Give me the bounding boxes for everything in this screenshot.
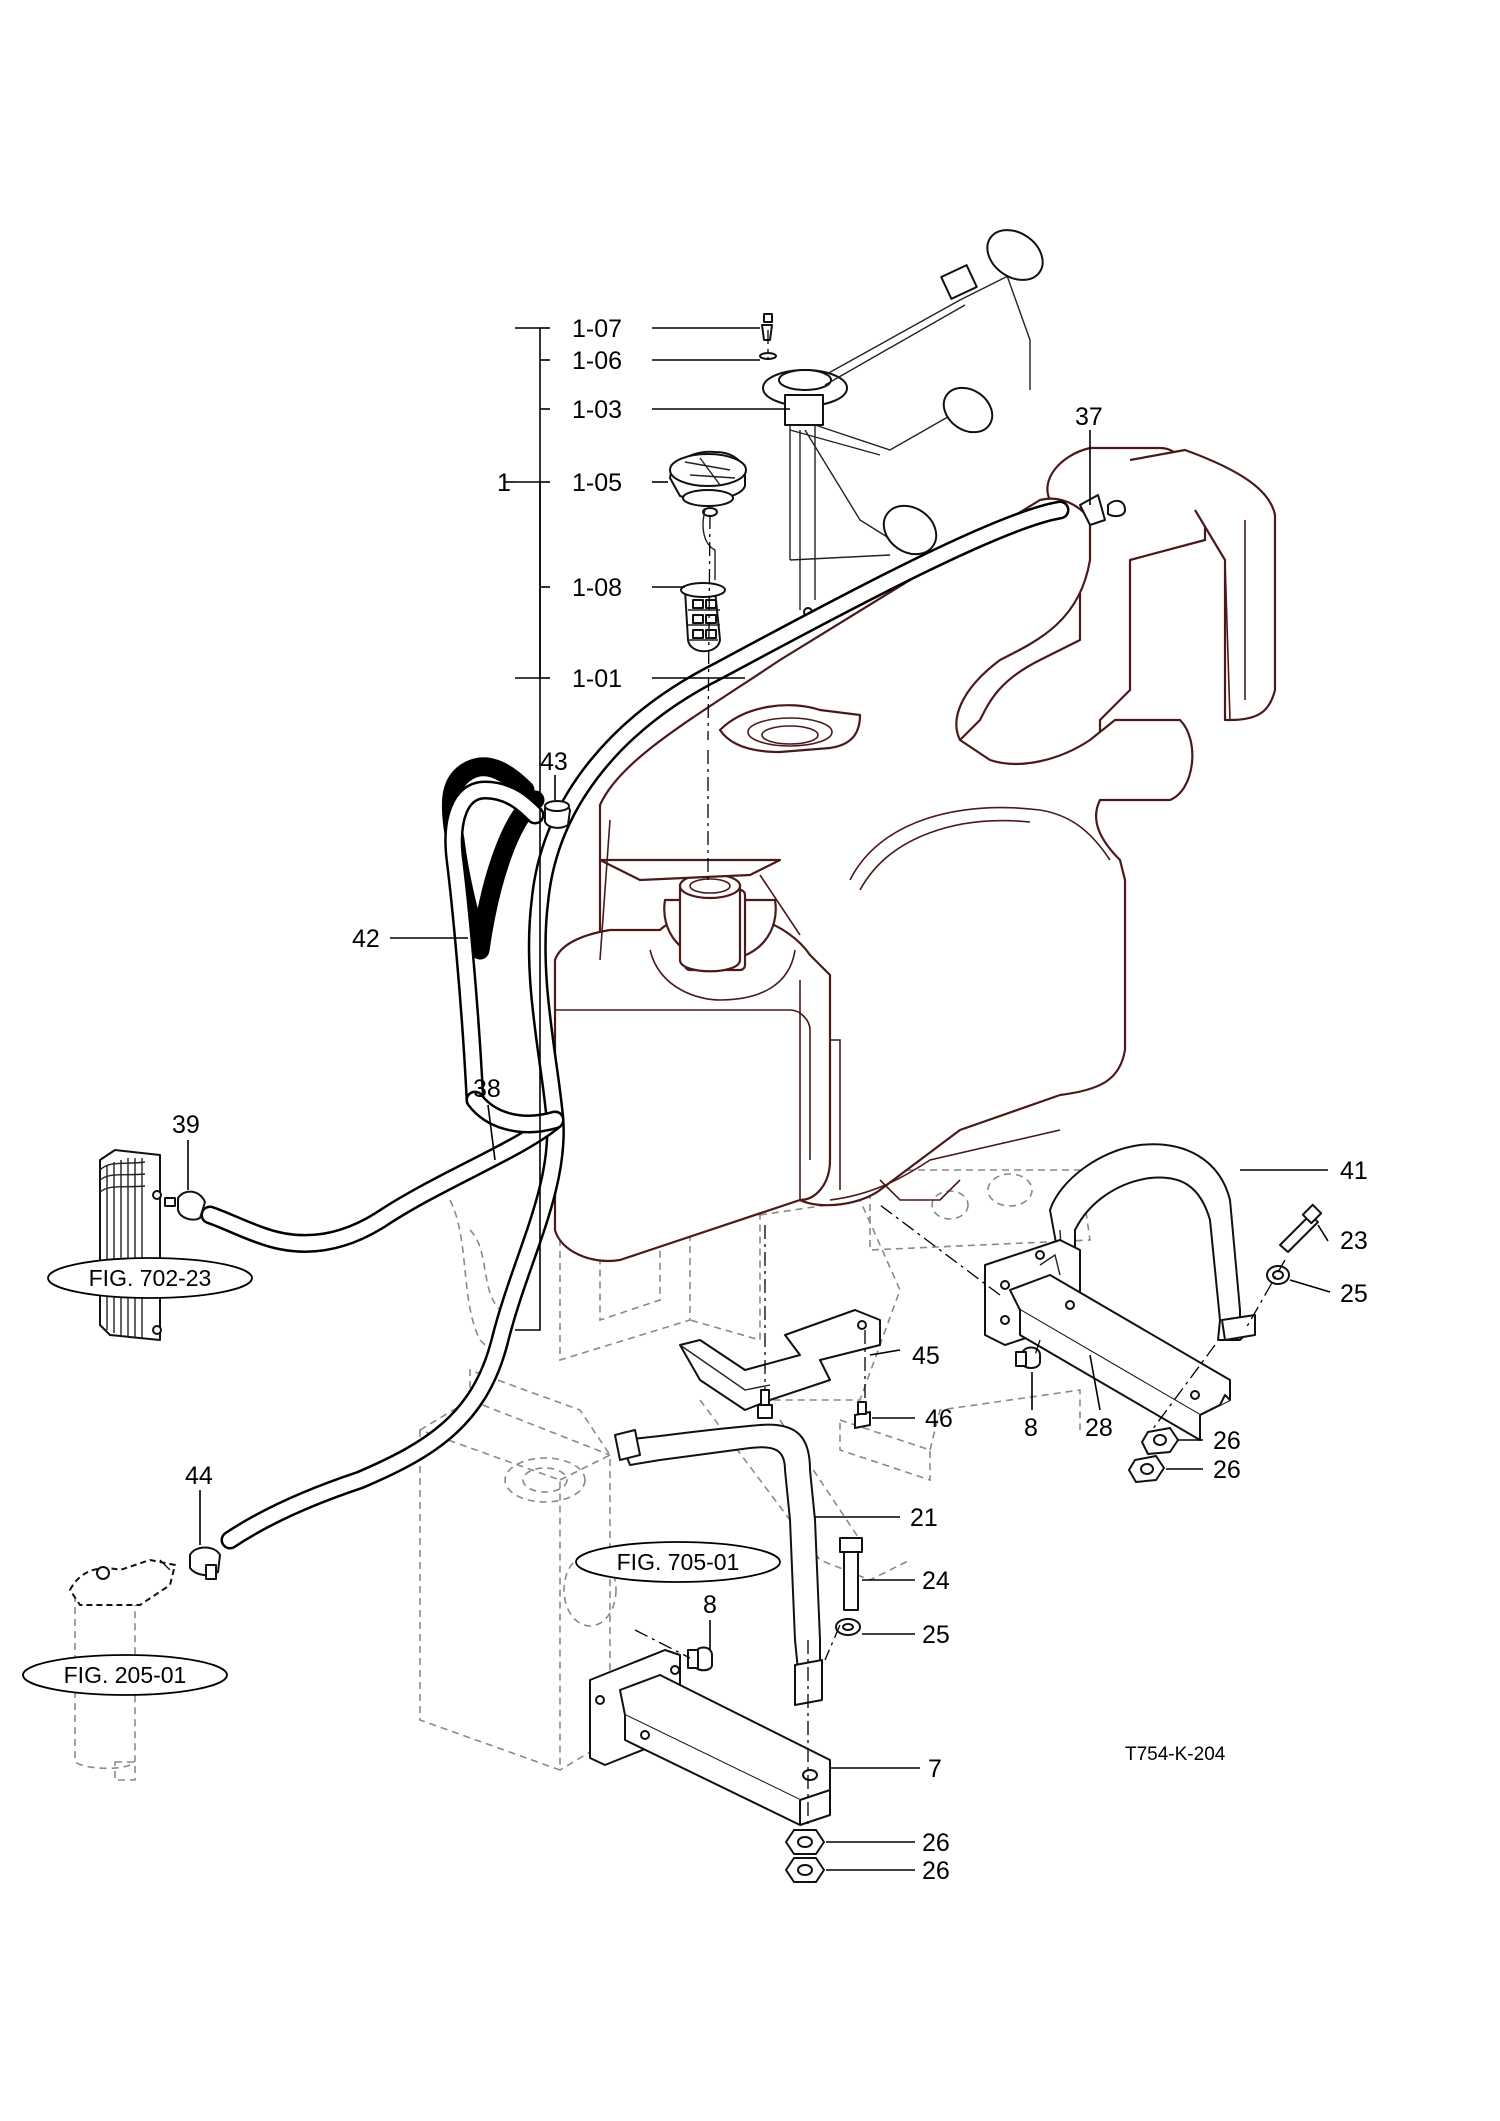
- label-43: 43: [540, 748, 568, 776]
- fig-ref-702-23[interactable]: FIG. 702-23: [47, 1257, 253, 1299]
- clamp-44: [189, 1546, 221, 1580]
- fig-ref-205-01-text: FIG. 205-01: [64, 1662, 187, 1688]
- fig-ref-705-01[interactable]: FIG. 705-01: [575, 1541, 781, 1583]
- label-25-lower: 25: [922, 1621, 950, 1649]
- clamp-43: [544, 800, 571, 829]
- label-8-lower: 8: [703, 1591, 717, 1619]
- filter-ghost: [69, 1559, 176, 1781]
- bolt-23: [1279, 1203, 1323, 1253]
- label-26-b: 26: [1213, 1456, 1241, 1484]
- label-26-c: 26: [922, 1829, 950, 1857]
- bracket-7: [589, 1649, 831, 1826]
- label-42: 42: [352, 925, 380, 953]
- label-45: 45: [912, 1342, 940, 1370]
- label-37: 37: [1075, 403, 1103, 431]
- nuts-26-lower: [785, 1829, 825, 1883]
- label-7: 7: [928, 1755, 942, 1783]
- label-25-upper: 25: [1340, 1280, 1368, 1308]
- label-39: 39: [172, 1111, 200, 1139]
- label-1-05: 1-05: [572, 469, 622, 497]
- washer-25b: [835, 1618, 861, 1636]
- plate-45: [679, 1309, 881, 1411]
- label-38: 38: [473, 1075, 501, 1103]
- label-24: 24: [922, 1567, 950, 1595]
- hoses: [200, 500, 1070, 1550]
- nut-45b: [757, 1389, 773, 1419]
- label-1-07: 1-07: [572, 315, 622, 343]
- fig-ref-205-01[interactable]: FIG. 205-01: [22, 1654, 228, 1696]
- label-1-01: 1-01: [572, 665, 622, 693]
- fuel-strainer: [680, 509, 726, 653]
- fig-ref-702-23-text: FIG. 702-23: [89, 1265, 212, 1291]
- label-28: 28: [1085, 1414, 1113, 1442]
- label-1-06: 1-06: [572, 347, 622, 375]
- center-lines: [159, 330, 1286, 1830]
- washer-25a: [1266, 1265, 1290, 1285]
- label-46: 46: [925, 1405, 953, 1433]
- fuel-tank: [553, 446, 1277, 1263]
- drawing-code: T754-K-204: [1125, 1744, 1226, 1765]
- label-44: 44: [185, 1462, 213, 1490]
- callout-labels: 1 1-07 1-06 1-03 1-05 1-08 1-01 37 43 42…: [172, 315, 1368, 1885]
- label-26-a: 26: [1213, 1427, 1241, 1455]
- fuel-sender-unit: [759, 229, 1044, 617]
- label-1-03: 1-03: [572, 396, 622, 424]
- cooler-ghost: [99, 1149, 162, 1341]
- bolt-24: [839, 1537, 863, 1611]
- nuts-26-upper: [1128, 1427, 1179, 1483]
- clamp-39: [164, 1190, 206, 1221]
- label-8-upper: 8: [1024, 1414, 1038, 1442]
- nut-46: [854, 1401, 871, 1429]
- leader-lines: [187, 327, 1331, 1871]
- bolt-8b: [687, 1646, 713, 1672]
- label-1: 1: [497, 469, 511, 497]
- strap-21: [614, 1423, 823, 1706]
- bracket-28: [984, 1239, 1231, 1441]
- label-21: 21: [910, 1504, 938, 1532]
- fuel-cap: [669, 450, 747, 517]
- label-23: 23: [1340, 1227, 1368, 1255]
- label-1-08: 1-08: [572, 574, 622, 602]
- label-41: 41: [1340, 1157, 1368, 1185]
- label-26-d: 26: [922, 1857, 950, 1885]
- fig-ref-705-01-text: FIG. 705-01: [617, 1549, 740, 1575]
- clamp-37: [1079, 494, 1126, 526]
